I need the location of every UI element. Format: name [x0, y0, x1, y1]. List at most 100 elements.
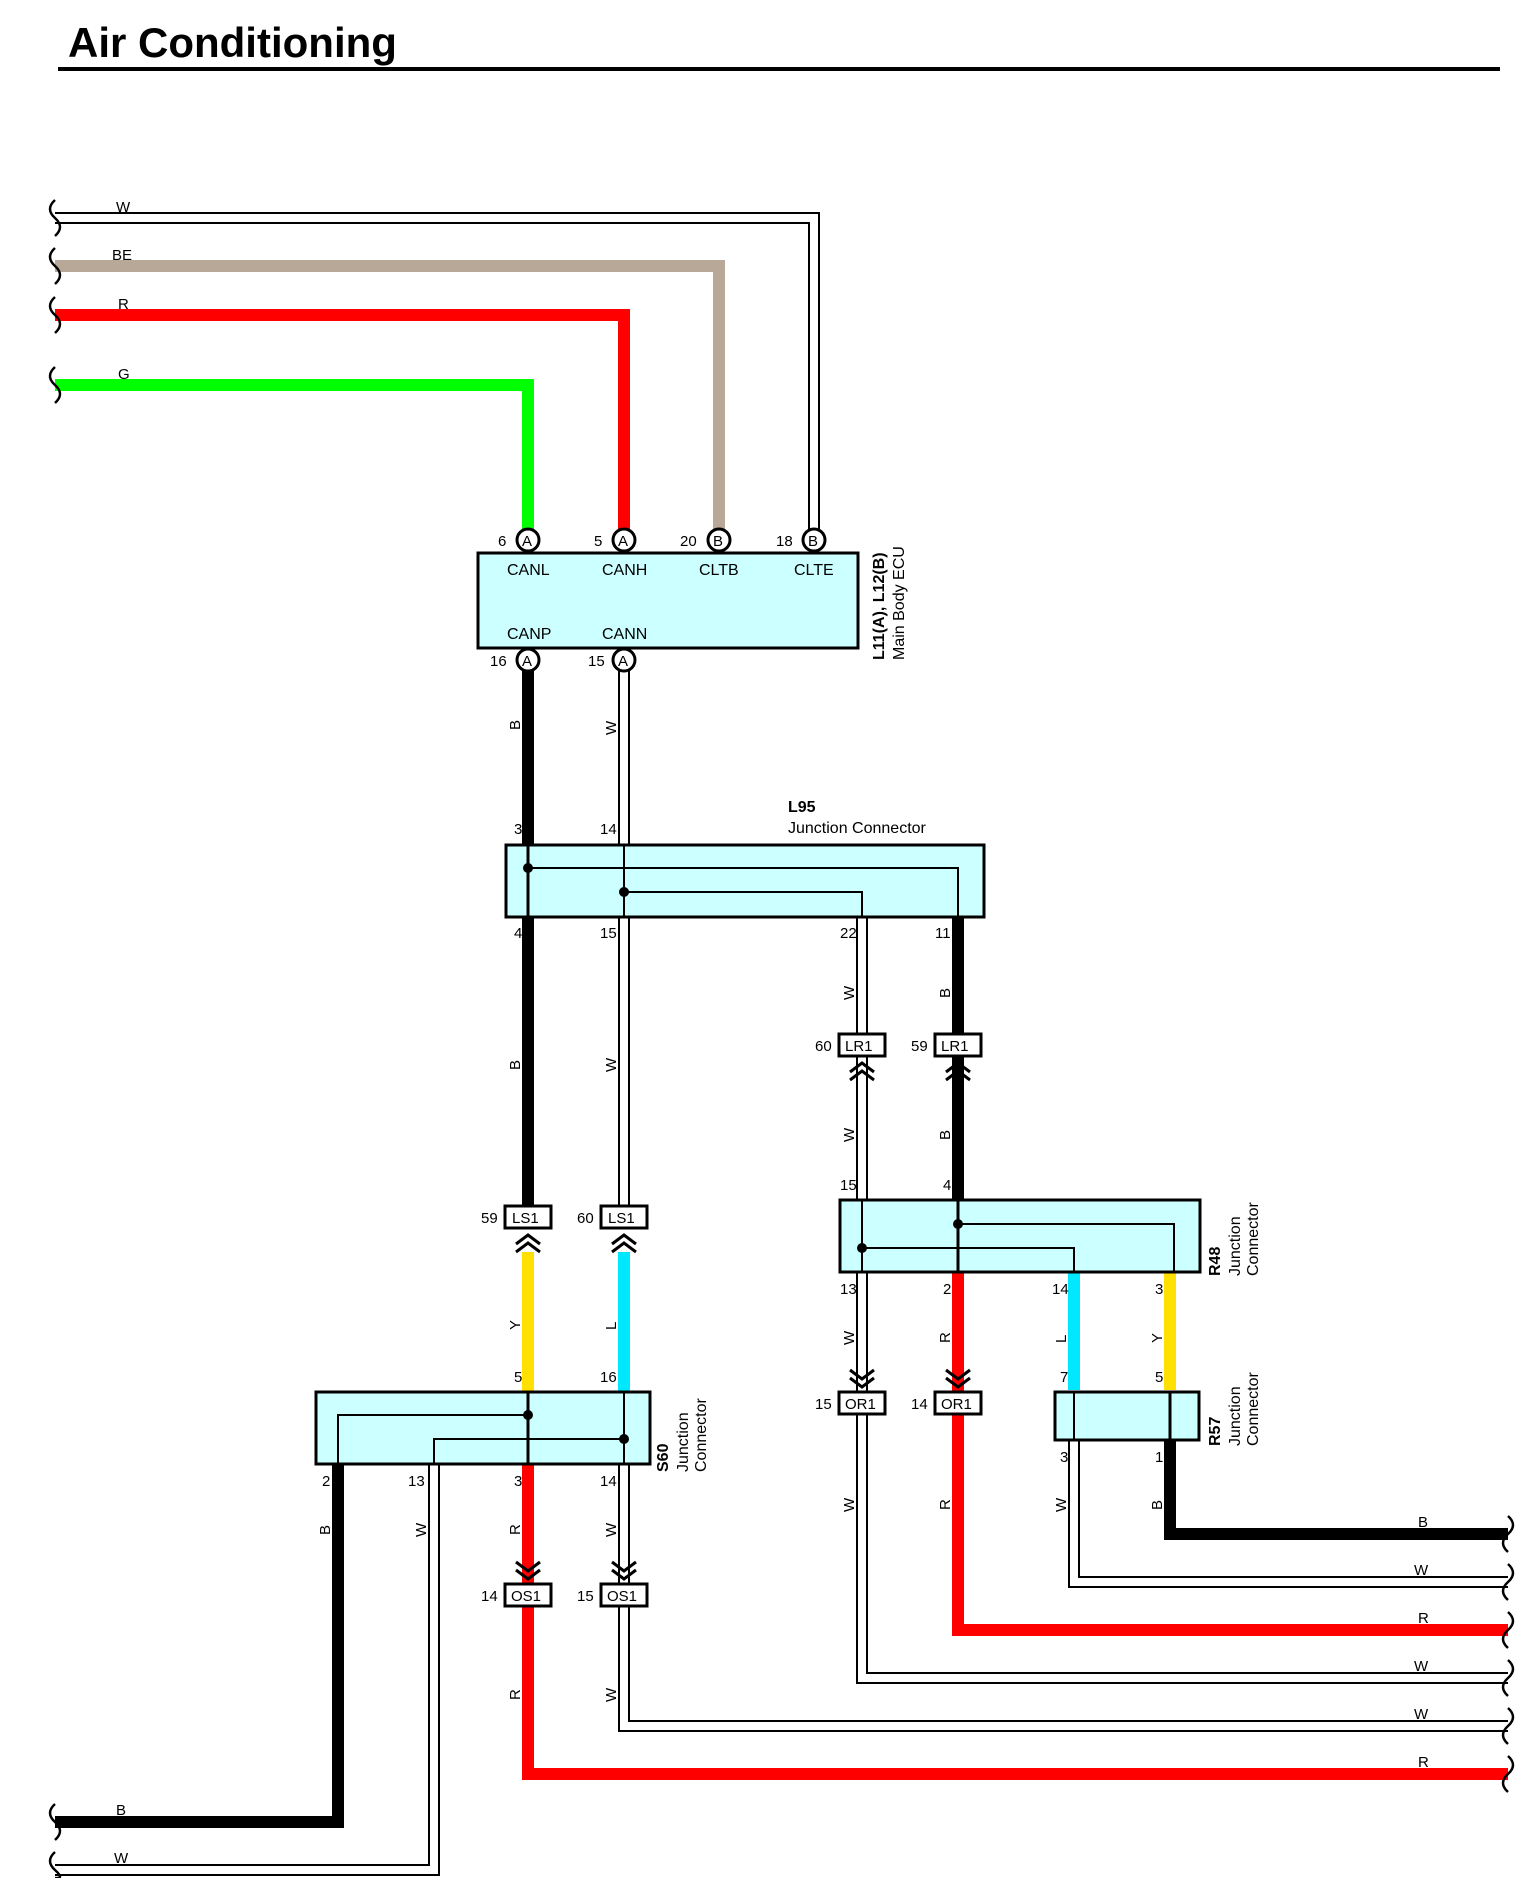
s60-id: S60: [655, 1443, 672, 1472]
wire-r-s60-3: [522, 1464, 1508, 1780]
wires: [55, 212, 1508, 1876]
wire-code: W: [603, 720, 620, 735]
wire-code: W: [413, 1522, 430, 1537]
wire-code: W: [116, 199, 131, 216]
r57-junction-connector: R57 Junction Connector 7 5 3 1: [1053, 1369, 1262, 1466]
l95-name: Junction Connector: [788, 820, 927, 837]
ecu-top-pin-markers: [515, 527, 827, 673]
r48-pin: 2: [943, 1281, 951, 1298]
wire-code: B: [937, 1130, 954, 1140]
wire-code: G: [118, 366, 130, 383]
wire-code: Y: [1149, 1333, 1166, 1343]
ls1-60-pin: 60: [577, 1210, 594, 1227]
ecu-pin-number: 18: [776, 533, 793, 550]
wire-code-labels: W BE R G B W B W W B W B Y L W R L Y W R…: [112, 199, 1429, 1867]
wire-be-cltb: [55, 260, 725, 540]
wire-code: L: [1053, 1335, 1070, 1343]
wire-code: B: [1149, 1500, 1166, 1510]
r57-name: Junction: [1227, 1386, 1244, 1446]
s60-name: Junction: [675, 1412, 692, 1472]
r57-id: R57: [1207, 1417, 1224, 1446]
ls1-60-name: LS1: [608, 1210, 635, 1227]
l95-pin: 3: [514, 821, 522, 838]
r48-name: Junction: [1227, 1216, 1244, 1276]
ecu-pin-number: 20: [680, 533, 697, 550]
wire-r-canh: [55, 309, 630, 540]
l95-pin: 14: [600, 821, 617, 838]
wire-code: W: [841, 1330, 858, 1345]
ecu-conn-letter: A: [522, 533, 532, 550]
r48-pin: 3: [1155, 1281, 1163, 1298]
wire-code: W: [603, 1522, 620, 1537]
wire-code: R: [1418, 1754, 1429, 1771]
r48-pin: 15: [840, 1177, 857, 1194]
l95-pin: 11: [935, 925, 951, 942]
os1-15-pin: 15: [577, 1588, 594, 1605]
wire-code: R: [937, 1499, 954, 1510]
lr1-59-name: LR1: [941, 1038, 969, 1055]
wire-code: B: [317, 1525, 334, 1535]
wire-code: B: [1418, 1514, 1428, 1531]
wire-code: W: [841, 1127, 858, 1142]
ecu-box: [476, 551, 860, 650]
wire-code: B: [507, 1060, 524, 1070]
ecu-pin-number: 15: [588, 653, 605, 670]
ecu-signal-name: CLTE: [794, 562, 834, 579]
s60-pin: 16: [600, 1369, 617, 1386]
ecu-id: L11(A), L12(B): [871, 552, 888, 660]
os1-15-name: OS1: [607, 1588, 637, 1605]
l95-junction-connector: L95 Junction Connector 3 14 4 15 22 11: [504, 799, 986, 942]
ls1-59-pin: 59: [481, 1210, 498, 1227]
lr1-60-pin: 60: [815, 1038, 832, 1055]
wire-code: L: [603, 1322, 620, 1330]
ecu-pin-number: 16: [490, 653, 507, 670]
r48-pin: 13: [840, 1281, 857, 1298]
wire-code: W: [841, 1497, 858, 1512]
wire-g-canl: [55, 379, 534, 540]
wire-code: BE: [112, 247, 132, 264]
os1-14-name: OS1: [511, 1588, 541, 1605]
ecu-pin-number: 6: [498, 533, 506, 550]
wire-code: W: [1414, 1706, 1429, 1723]
wire-code: B: [116, 1802, 126, 1819]
ecu-conn-letter: A: [618, 533, 628, 550]
wire-code: R: [507, 1689, 524, 1700]
r48-pin: 14: [1052, 1281, 1069, 1298]
or1-14-pin: 14: [911, 1396, 928, 1413]
wire-code: W: [1053, 1497, 1070, 1512]
s60-junction-connector: S60 Junction Connector 5 16 2 13 3 14: [314, 1369, 710, 1490]
lr1-60-name: LR1: [845, 1038, 873, 1055]
main-body-ecu: A A B B A A 6 5 20 18 16 15 CANL CANH CL…: [476, 527, 908, 673]
s60-pin: 3: [514, 1473, 522, 1490]
wire-w-r57-3: [1068, 1440, 1508, 1588]
inline-connectors: LR1 60 LR1 59 LS1 59 LS1 60 OR1 15 OR1 1…: [481, 1032, 983, 1608]
s60-name: Connector: [693, 1398, 710, 1472]
r57-pin: 7: [1060, 1369, 1068, 1386]
l95-id: L95: [788, 799, 816, 816]
wire-code: R: [507, 1524, 524, 1535]
lr1-59-pin: 59: [911, 1038, 928, 1055]
r57-pin: 1: [1155, 1449, 1163, 1466]
wire-code: W: [114, 1850, 129, 1867]
wire-code: W: [603, 1057, 620, 1072]
ecu-conn-letter: B: [808, 533, 818, 550]
s60-pin: 14: [600, 1473, 617, 1490]
ls1-59-name: LS1: [512, 1210, 539, 1227]
ecu-signal-name: CANH: [602, 562, 647, 579]
r57-name: Connector: [1245, 1372, 1262, 1446]
l95-pin: 15: [600, 925, 617, 942]
wire-code: Y: [507, 1320, 524, 1330]
ecu-name: Main Body ECU: [891, 546, 908, 660]
wire-b-s60-2: [55, 1464, 344, 1828]
r48-junction-connector: R48 Junction Connector 15 4 13 2 14 3: [838, 1177, 1262, 1298]
wire-code: B: [507, 720, 524, 730]
r48-pin: 4: [943, 1177, 951, 1194]
l95-pin: 22: [840, 925, 857, 942]
or1-15-pin: 15: [815, 1396, 832, 1413]
or1-14-name: OR1: [941, 1396, 972, 1413]
wire-code: W: [603, 1687, 620, 1702]
s60-pin: 5: [514, 1369, 522, 1386]
wire-code: W: [1414, 1658, 1429, 1675]
wire-break-symbols: [48, 199, 1515, 1878]
wire-code: B: [937, 988, 954, 998]
